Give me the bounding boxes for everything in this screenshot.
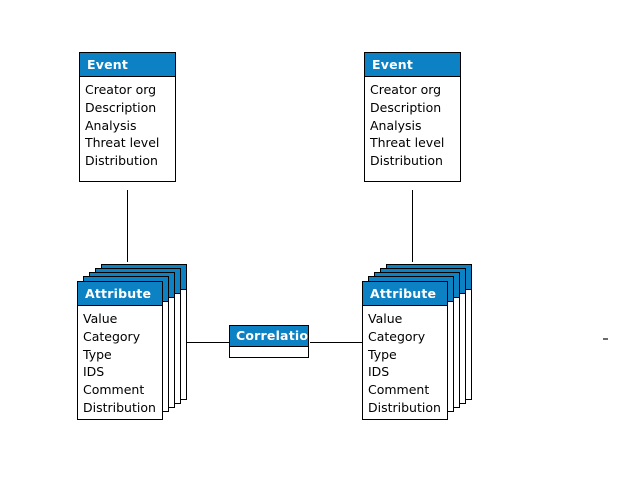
field-threat-level: Threat level bbox=[85, 135, 160, 151]
field-distribution: Distribution bbox=[85, 153, 158, 169]
field-description: Description bbox=[370, 99, 442, 115]
field-distribution: Distribution bbox=[368, 399, 441, 415]
stray-mark bbox=[603, 338, 608, 340]
entity-attribute-right-title: Attribute bbox=[363, 282, 447, 306]
field-ids: IDS bbox=[368, 364, 390, 380]
field-value: Value bbox=[83, 311, 118, 326]
field-description: Description bbox=[85, 99, 157, 115]
entity-attribute-right[interactable]: Attribute Value Category Type IDS Commen… bbox=[362, 281, 448, 420]
entity-attribute-right-stack[interactable]: Attribute Value Category Type IDS Commen… bbox=[362, 264, 477, 424]
field-ids: IDS bbox=[83, 364, 105, 380]
field-value: Value bbox=[368, 311, 403, 326]
entity-event-right-title: Event bbox=[365, 53, 460, 77]
connector-attribute-left-to-correlation bbox=[184, 342, 229, 343]
field-distribution: Distribution bbox=[370, 153, 443, 169]
entity-attribute-left[interactable]: Attribute Value Category Type IDS Commen… bbox=[77, 281, 163, 420]
field-distribution: Distribution bbox=[83, 399, 156, 415]
field-comment: Comment bbox=[83, 382, 145, 398]
field-comment: Comment bbox=[368, 382, 430, 398]
entity-correlation[interactable]: Correlation bbox=[229, 325, 317, 358]
entity-event-left-fields: Creator org Description Analysis Threat … bbox=[80, 77, 175, 174]
connector-correlation-to-attribute-right bbox=[310, 342, 362, 343]
entity-attribute-left-title: Attribute bbox=[78, 282, 162, 306]
connector-event-left-to-attribute-left bbox=[127, 190, 128, 262]
entity-attribute-left-stack[interactable]: Attribute Value Category Type IDS Commen… bbox=[77, 264, 192, 424]
field-threat-level: Threat level bbox=[370, 135, 445, 151]
field-type: Type bbox=[368, 346, 397, 362]
field-category: Category bbox=[83, 328, 141, 344]
entity-event-left[interactable]: Event Creator org Description Analysis T… bbox=[79, 52, 176, 182]
entity-event-right[interactable]: Event Creator org Description Analysis T… bbox=[364, 52, 461, 182]
field-category: Category bbox=[368, 328, 426, 344]
entity-attribute-left-fields: Value Category Type IDS Comment Distribu… bbox=[78, 306, 162, 421]
entity-event-right-fields: Creator org Description Analysis Threat … bbox=[365, 77, 460, 174]
entity-event-left-title: Event bbox=[80, 53, 175, 77]
field-creator-org: Creator org bbox=[85, 82, 157, 97]
field-type: Type bbox=[83, 346, 112, 362]
entity-correlation-title: Correlation bbox=[230, 326, 317, 347]
field-analysis: Analysis bbox=[85, 117, 137, 133]
entity-attribute-right-fields: Value Category Type IDS Comment Distribu… bbox=[363, 306, 447, 421]
entity-correlation-body bbox=[230, 347, 308, 357]
field-analysis: Analysis bbox=[370, 117, 422, 133]
field-creator-org: Creator org bbox=[370, 82, 442, 97]
connector-event-right-to-attribute-right bbox=[412, 190, 413, 262]
